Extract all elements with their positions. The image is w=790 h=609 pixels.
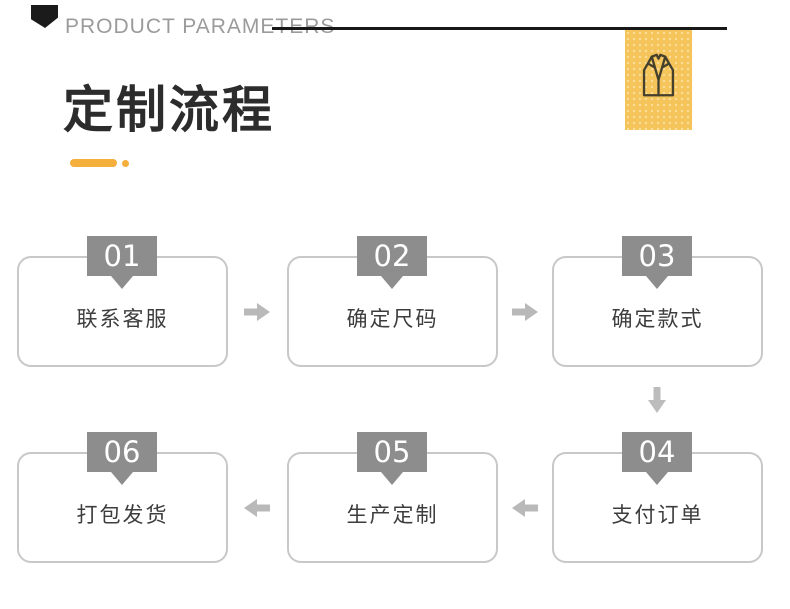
step-label: 打包发货 bbox=[76, 503, 169, 527]
step-number-tab-05: 05 bbox=[357, 432, 427, 485]
step-number-tab-02: 02 bbox=[357, 236, 427, 289]
header-divider-line bbox=[272, 27, 727, 30]
title-underline-dot bbox=[122, 160, 129, 167]
step-label: 联系客服 bbox=[76, 307, 169, 331]
arrow-right-icon bbox=[244, 303, 270, 321]
section-eyebrow: PRODUCT PARAMETERS bbox=[65, 15, 336, 38]
step-label: 支付订单 bbox=[611, 503, 704, 527]
step-number-tab-06: 06 bbox=[87, 432, 157, 485]
arrow-down-icon bbox=[648, 387, 666, 413]
arrow-left-icon bbox=[244, 499, 270, 517]
step-number-tab-04: 04 bbox=[622, 432, 692, 485]
step-label: 生产定制 bbox=[346, 503, 439, 527]
step-number-tab-01: 01 bbox=[87, 236, 157, 289]
step-number-tab-03: 03 bbox=[622, 236, 692, 289]
vest-garment-icon bbox=[642, 53, 675, 97]
step-label: 确定尺码 bbox=[346, 307, 439, 331]
title-underline-dash bbox=[70, 159, 117, 167]
black-tag-decoration-icon bbox=[31, 5, 58, 28]
arrow-right-icon bbox=[512, 303, 538, 321]
vest-icon-badge bbox=[625, 30, 692, 130]
page-title: 定制流程 bbox=[63, 82, 275, 138]
step-label: 确定款式 bbox=[611, 307, 704, 331]
arrow-left-icon bbox=[512, 499, 538, 517]
